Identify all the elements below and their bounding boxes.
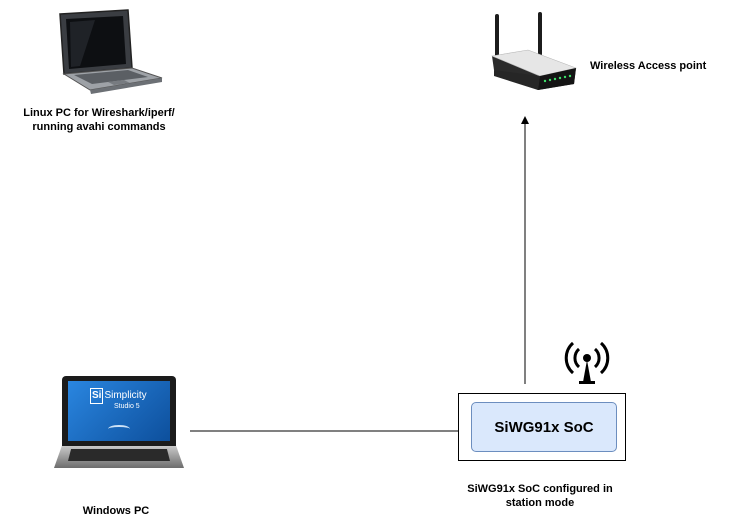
soc-chip-label: SiWG91x SoC <box>494 418 594 436</box>
simplicity-logo-prefix: Si <box>90 388 104 404</box>
simplicity-subtitle: Studio 5 <box>114 403 140 410</box>
soc-chip: SiWG91x SoC <box>471 402 617 452</box>
soc-caption-line2: station mode <box>505 497 575 509</box>
linux-pc-label: Linux PC for Wireshark/iperf/ running av… <box>6 106 192 134</box>
simplicity-logo-text: Simplicity <box>104 390 147 401</box>
wireless-router-icon <box>490 12 578 90</box>
soc-caption-line1: SiWG91x SoC configured in <box>467 483 613 495</box>
windows-pc-label: Windows PC <box>82 505 150 517</box>
soc-caption: SiWG91x SoC configured in station mode <box>440 482 640 510</box>
silabs-logo-icon <box>108 425 130 433</box>
linux-laptop-icon <box>59 9 163 94</box>
wireless-signal-icon <box>564 341 610 384</box>
access-point-label: Wireless Access point <box>590 60 707 72</box>
linux-pc-label-line2: running avahi commands <box>32 121 166 133</box>
linux-pc-label-line1: Linux PC for Wireshark/iperf/ <box>23 107 175 119</box>
